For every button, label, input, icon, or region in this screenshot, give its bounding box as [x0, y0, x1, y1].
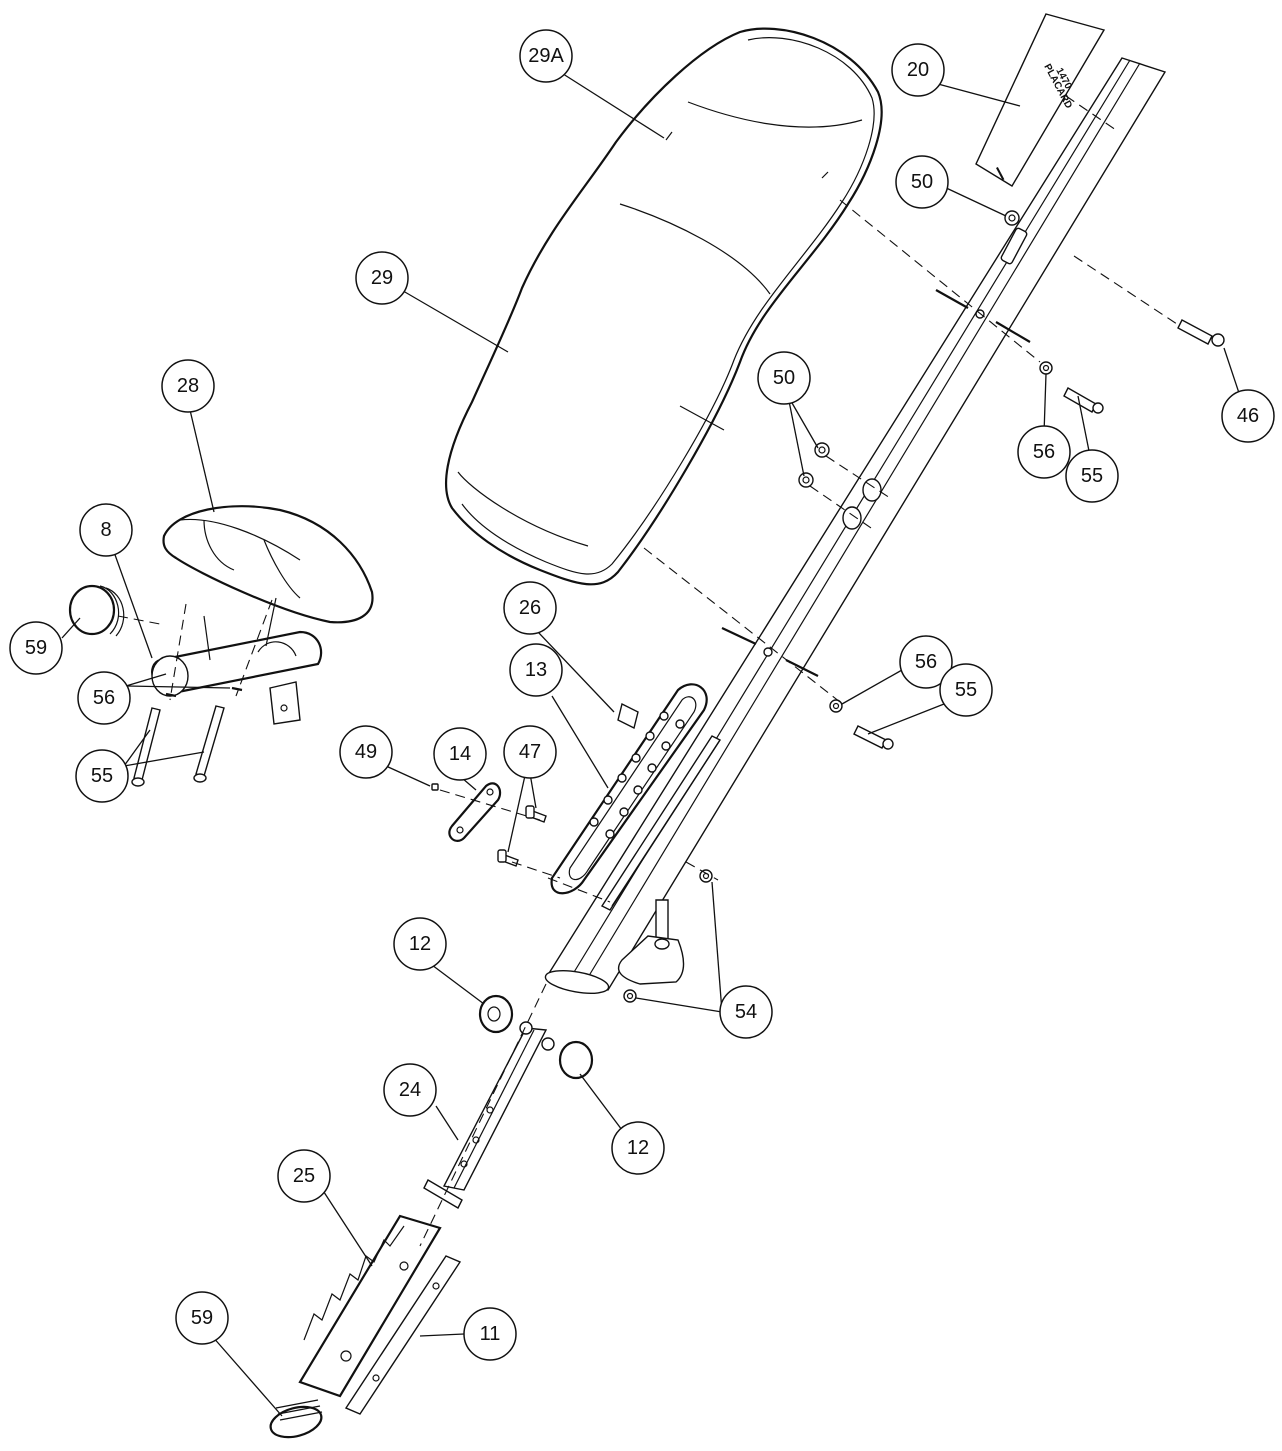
screw-49: [431, 783, 439, 791]
callout-label: 12: [627, 1137, 649, 1159]
side-plate: [344, 1255, 462, 1415]
callout-50-middle: 50: [757, 351, 811, 405]
callout-24: 24: [383, 1063, 437, 1117]
roller-left: [478, 994, 514, 1034]
link-plate: [448, 782, 502, 842]
callout-label: 54: [735, 1001, 757, 1023]
callout-56-upper: 56: [1017, 425, 1071, 479]
callout-55-upper: 55: [1065, 449, 1119, 503]
callout-label: 24: [399, 1079, 421, 1101]
callout-12-upper: 12: [393, 917, 447, 971]
callout-label: 50: [773, 367, 795, 389]
bolt-46: [1177, 319, 1225, 347]
callout-label: 29A: [528, 45, 564, 67]
callout-label: 47: [519, 741, 541, 763]
adjustment-plate: [550, 683, 708, 895]
callout-label: 25: [293, 1165, 315, 1187]
callout-54: 54: [719, 985, 773, 1039]
callout-14: 14: [433, 727, 487, 781]
handle-pad: [162, 505, 374, 624]
end-cap-lower: [269, 1399, 323, 1439]
callout-59-lower: 59: [175, 1291, 229, 1345]
callout-label: 55: [91, 765, 113, 787]
leader-lines: [61, 71, 1241, 1417]
callout-label: 28: [177, 375, 199, 397]
hex-nut-pair: [798, 442, 830, 488]
washer-pin-upper: [1039, 361, 1104, 414]
callout-label: 56: [1033, 441, 1055, 463]
nuts-54: [623, 869, 713, 1003]
callout-56-right: 56: [899, 635, 953, 689]
callout-label: 56: [915, 651, 937, 673]
placard: 1470 PLACARD ▬▬: [975, 13, 1106, 187]
roller-right: [558, 1040, 594, 1080]
callout-label: 55: [955, 679, 977, 701]
callout-label: 26: [519, 597, 541, 619]
callout-28: 28: [161, 359, 215, 413]
callout-label: 55: [1081, 465, 1103, 487]
main-rail-tube: [544, 57, 1167, 995]
label-sticker: [617, 702, 639, 730]
callout-56-left: 56: [77, 671, 131, 725]
callout-47: 47: [503, 725, 557, 779]
support-post: [617, 899, 685, 985]
callout-8: 8: [79, 503, 133, 557]
end-cap-upper: [68, 584, 125, 637]
hex-nut-top: [1004, 210, 1020, 226]
callout-label: 50: [911, 171, 933, 193]
callout-25: 25: [277, 1149, 331, 1203]
callout-12-lower: 12: [611, 1121, 665, 1175]
callout-46: 46: [1221, 389, 1275, 443]
callout-20: 20: [891, 43, 945, 97]
callout-label: 8: [100, 519, 111, 541]
callout-49: 49: [339, 725, 393, 779]
callout-label: 12: [409, 933, 431, 955]
callout-label: 20: [907, 59, 929, 81]
callout-26: 26: [503, 581, 557, 635]
callout-13: 13: [509, 643, 563, 697]
pins-lower-left: [131, 686, 243, 787]
callout-59-upper: 59: [9, 621, 63, 675]
washer-pin-lower: [829, 699, 894, 750]
callout-11: 11: [463, 1307, 517, 1361]
seat-cushion: [445, 27, 883, 586]
callout-label: 46: [1237, 405, 1259, 427]
callout-50-top: 50: [895, 155, 949, 209]
callout-label: 14: [449, 743, 471, 765]
callout-55-left: 55: [75, 749, 129, 803]
assembly-center-lines: [117, 95, 1181, 1247]
callout-label: 49: [355, 741, 377, 763]
carriage-bar: [423, 1021, 555, 1209]
callout-label: 56: [93, 687, 115, 709]
callout-label: 59: [25, 637, 47, 659]
callout-label: 59: [191, 1307, 213, 1329]
callout-55-right: 55: [939, 663, 993, 717]
callout-29A: 29A: [519, 29, 573, 83]
ratchet-rack: [298, 1214, 442, 1398]
callout-29: 29: [355, 251, 409, 305]
callout-label: 29: [371, 267, 393, 289]
callout-label: 13: [525, 659, 547, 681]
callout-label: 11: [480, 1323, 501, 1345]
handle-tube: [151, 597, 323, 725]
